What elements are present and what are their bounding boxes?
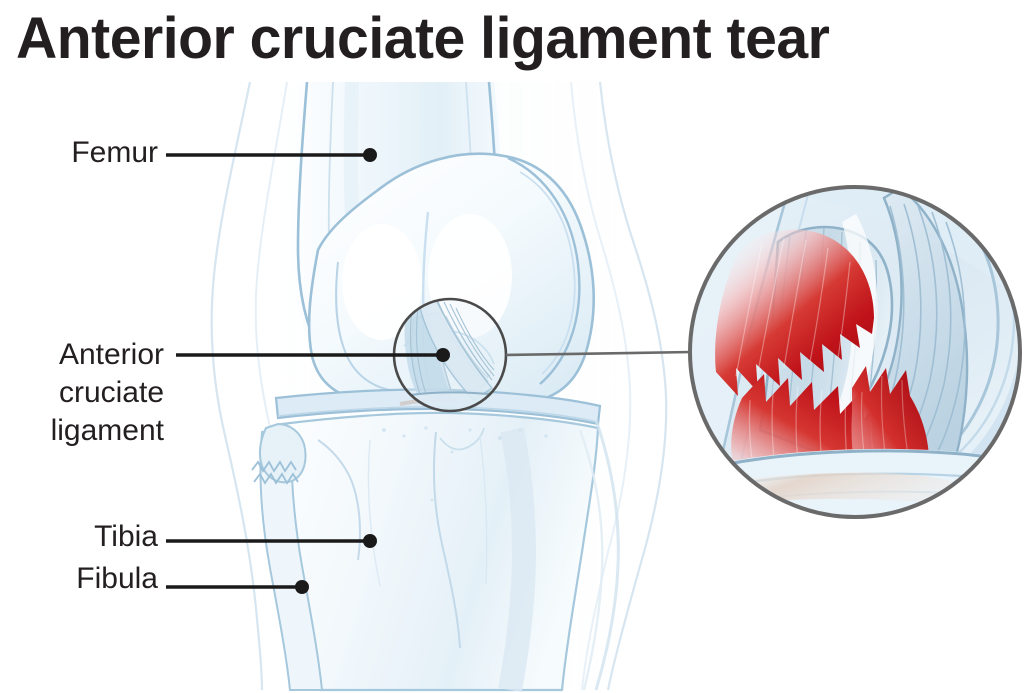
fibula-bone (251, 422, 324, 691)
tibia-bone (280, 411, 600, 693)
leader-fibula (166, 580, 309, 594)
label-anterior-cruciate-ligament: Anterior cruciate ligament (50, 338, 164, 447)
callout-connector-line (505, 350, 693, 357)
callout-circle-large (688, 185, 1022, 519)
leader-acl (176, 348, 450, 362)
label-femur: Femur (71, 136, 158, 169)
leader-lines (166, 148, 450, 594)
leader-tibia (166, 534, 377, 548)
label-fibula: Fibula (76, 562, 158, 595)
label-tibia: Tibia (94, 520, 158, 553)
page-title: Anterior cruciate ligament tear (16, 6, 830, 71)
leader-femur (166, 148, 377, 162)
